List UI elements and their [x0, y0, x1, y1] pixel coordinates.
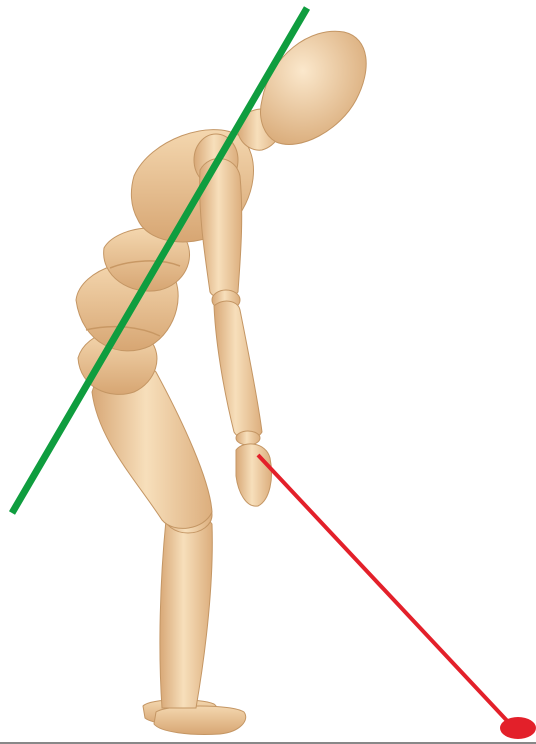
- mannequin-figure: [76, 31, 366, 734]
- forearm: [214, 301, 262, 439]
- club-shaft-line: [258, 455, 512, 726]
- front-foot: [154, 706, 246, 735]
- ball-marker: [500, 717, 536, 739]
- head: [261, 31, 367, 144]
- hand: [236, 444, 272, 506]
- wrist-joint: [236, 431, 260, 445]
- lower-leg: [160, 514, 212, 708]
